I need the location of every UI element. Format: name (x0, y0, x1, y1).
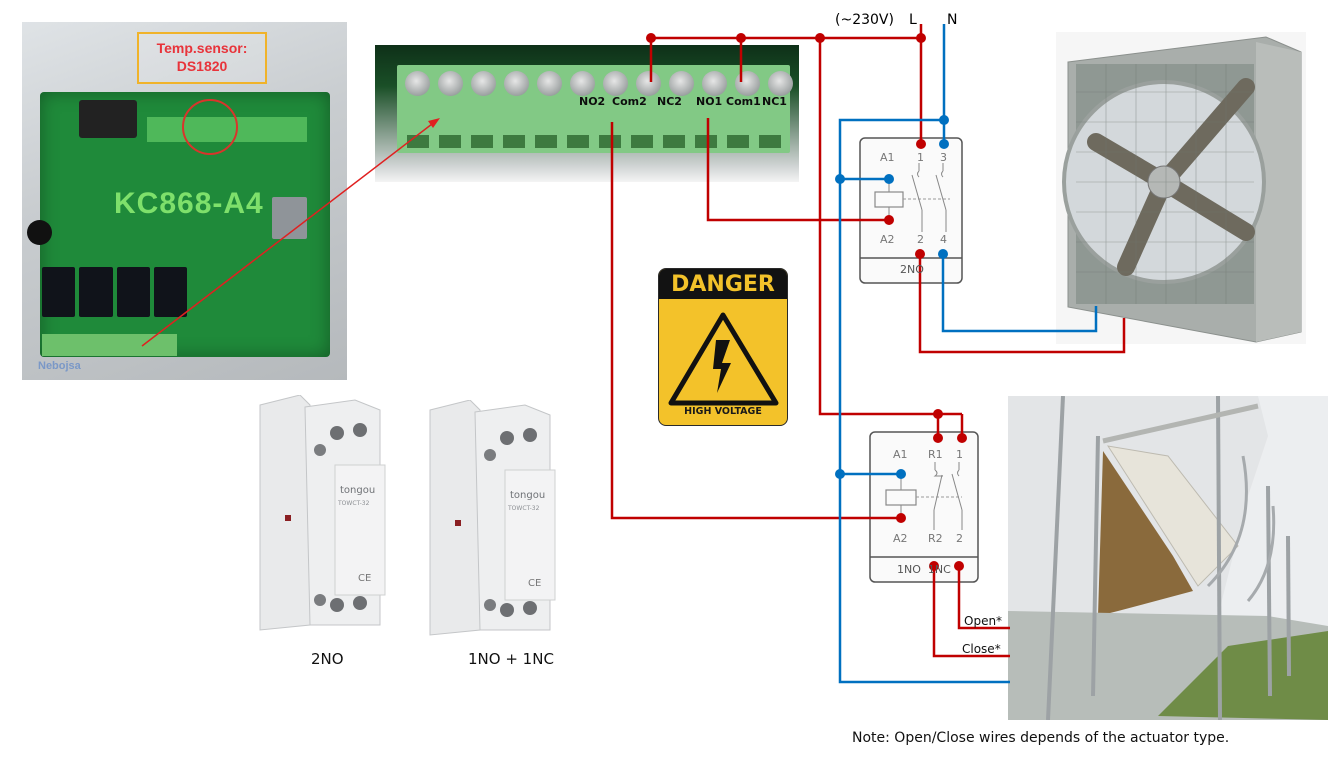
relay-2no-type: 2NO (900, 263, 924, 276)
live-label: L (909, 12, 917, 28)
esp32-module (272, 197, 307, 239)
serial-connector (79, 100, 137, 138)
relay-2no-a2: A2 (880, 233, 895, 246)
relay-2no-pin1: 1 (917, 151, 924, 164)
relay-1no1nc-pin2: 2 (956, 532, 963, 545)
relay-2no-pin4: 4 (940, 233, 947, 246)
relay-1no1nc-a1: A1 (893, 448, 908, 461)
author-label: Nebojsa (38, 360, 81, 372)
terminal-screws (405, 71, 793, 96)
temp-sensor-label-line1: Temp.sensor: (156, 40, 248, 56)
pin-label-no2: NO2 (579, 95, 606, 108)
actuator-note: Note: Open/Close wires depends of the ac… (852, 730, 1230, 746)
svg-text:CE: CE (358, 573, 371, 584)
terminal-block-photo (375, 45, 799, 182)
relay-1no1nc-a2: A2 (893, 532, 908, 545)
neutral-junctions (835, 115, 949, 479)
contactor-photo-2no: tongou TOWCT-32 CE (250, 395, 390, 635)
relay-1no1nc-type: 1NO 1NC (897, 563, 951, 576)
buzzer (27, 220, 52, 245)
contactor-caption-1no-1nc: 1NO + 1NC (468, 650, 554, 668)
temp-sensor-label: Temp.sensor: DS1820 (137, 32, 267, 84)
temp-sensor-label-line2: DS1820 (176, 58, 228, 74)
relay-1no1nc-r1: R1 (928, 448, 943, 461)
close-wire-label: Close* (962, 642, 1001, 656)
contactor-photo-1no-1nc: tongou TOWCT-32 CE (420, 400, 560, 640)
pin-label-nc1: NC1 (762, 95, 787, 108)
pin-label-no1: NO1 (696, 95, 723, 108)
svg-text:CE: CE (528, 578, 541, 589)
neutral-label: N (947, 12, 958, 28)
onboard-relays (42, 267, 187, 317)
relay-1no1nc-pin1: 1 (956, 448, 963, 461)
sensor-highlight-circle (182, 99, 238, 155)
terminal-slots (407, 135, 781, 148)
relay-2no-a1: A1 (880, 151, 895, 164)
board-name: KC868-A4 (114, 187, 264, 220)
voltage-label: (~230V) (835, 12, 894, 28)
contactor-model: TOWCT-32 (337, 500, 370, 507)
pin-label-com2: Com2 (612, 95, 647, 108)
relay-1no1nc-r2: R2 (928, 532, 943, 545)
pin-label-nc2: NC2 (657, 95, 682, 108)
greenhouse-window-photo (1008, 396, 1328, 720)
high-voltage-icon (668, 312, 779, 406)
svg-text:TOWCT-32: TOWCT-32 (507, 505, 540, 512)
relay-terminal-strip (42, 334, 177, 356)
pin-label-com1: Com1 (726, 95, 761, 108)
danger-sign: DANGER HIGH VOLTAGE (658, 268, 788, 426)
open-wire-label: Open* (964, 614, 1003, 628)
svg-text:tongou: tongou (510, 490, 545, 501)
relay-2no-pin3: 3 (940, 151, 947, 164)
contactor-brand: tongou (340, 485, 375, 496)
danger-sign-footer: HIGH VOLTAGE (684, 406, 762, 417)
contactor-caption-2no: 2NO (311, 650, 344, 668)
exhaust-fan-photo (1056, 32, 1306, 344)
controller-board-photo: Temp.sensor: DS1820 KC868-A4 Nebojsa (22, 22, 347, 380)
relay-2no-pin2: 2 (917, 233, 924, 246)
